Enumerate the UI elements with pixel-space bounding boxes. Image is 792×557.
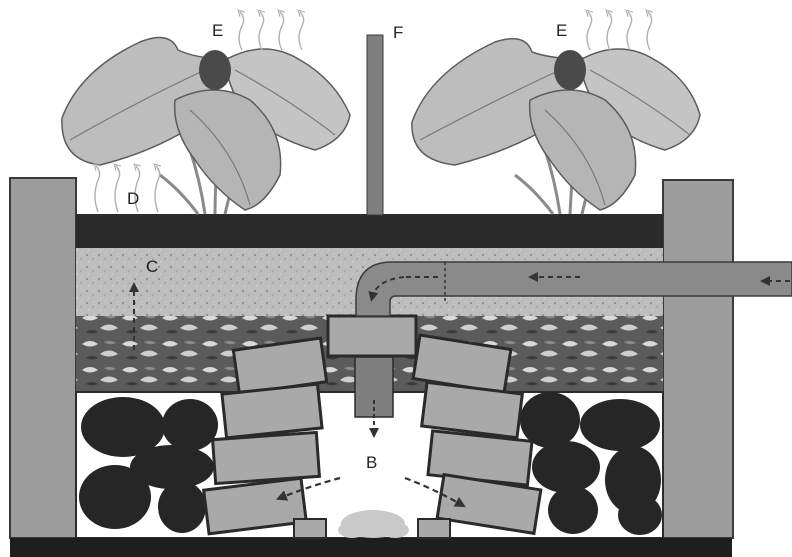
label-e-left: E <box>212 21 223 40</box>
bottom-block-left <box>294 519 326 538</box>
label-f: F <box>393 23 403 42</box>
e-arrows-right <box>587 12 652 50</box>
e-arrows-left <box>239 12 304 50</box>
label-e-right: E <box>556 21 567 40</box>
label-d: D <box>127 189 139 208</box>
cap-brick <box>328 316 416 356</box>
left-wall <box>10 178 76 538</box>
label-c: C <box>146 257 158 276</box>
bottom-block-right <box>418 519 450 538</box>
label-b: B <box>366 453 377 472</box>
right-wall <box>663 180 733 538</box>
right-plant <box>412 39 700 214</box>
base-bar <box>10 538 732 557</box>
left-plant <box>62 38 350 215</box>
top-soil-band <box>76 214 663 248</box>
vent-pipe <box>367 35 383 215</box>
